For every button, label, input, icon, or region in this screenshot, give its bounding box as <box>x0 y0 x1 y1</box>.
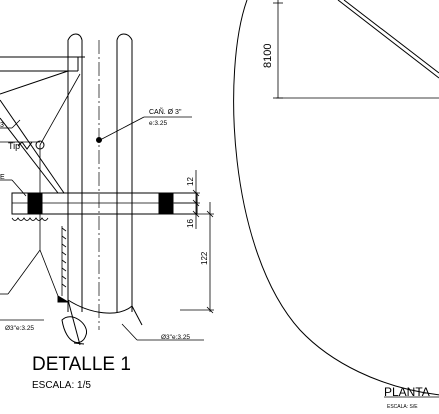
detail-scale: ESCALA: 1/5 <box>32 380 91 391</box>
plan-view <box>233 0 439 396</box>
dimension-lines <box>174 170 214 314</box>
pipe-main-leader <box>99 116 192 141</box>
weld-triangle <box>57 295 70 303</box>
edge-label-3: 3 <box>0 122 4 129</box>
pipe-branch-label: Ø3"e:3.25 <box>161 334 190 341</box>
flange-block-left <box>27 192 43 215</box>
flange-block-right <box>158 192 174 215</box>
leader-lines <box>0 73 81 297</box>
plan-title: PLANTA <box>384 385 430 399</box>
pipe-branch-leader <box>121 323 204 341</box>
dim-8100: 8100 <box>262 44 274 68</box>
plan-scale: ESCALA: S/E <box>387 404 418 410</box>
pipe-main-label: CAÑ. Ø 3" <box>149 107 182 116</box>
upper-beam <box>0 56 85 95</box>
weld-tip-label: Tip <box>8 141 20 151</box>
weld-symbol <box>0 140 45 150</box>
detail-title: DETALLE 1 <box>32 354 131 375</box>
edge-label-e: E <box>0 174 5 181</box>
dim-16: 16 <box>186 219 195 228</box>
weld-marks <box>11 217 67 296</box>
diagonal-brace <box>0 99 65 194</box>
vertical-pipe <box>67 33 133 330</box>
branch-pipe <box>61 299 143 346</box>
pipe-main-dot <box>96 137 102 143</box>
dim-12: 12 <box>186 177 195 186</box>
pipe-main-thickness: e:3.25 <box>149 120 167 127</box>
pipe-left-label: Ø3"e:3.25 <box>5 325 34 332</box>
dim-122: 122 <box>200 251 209 265</box>
